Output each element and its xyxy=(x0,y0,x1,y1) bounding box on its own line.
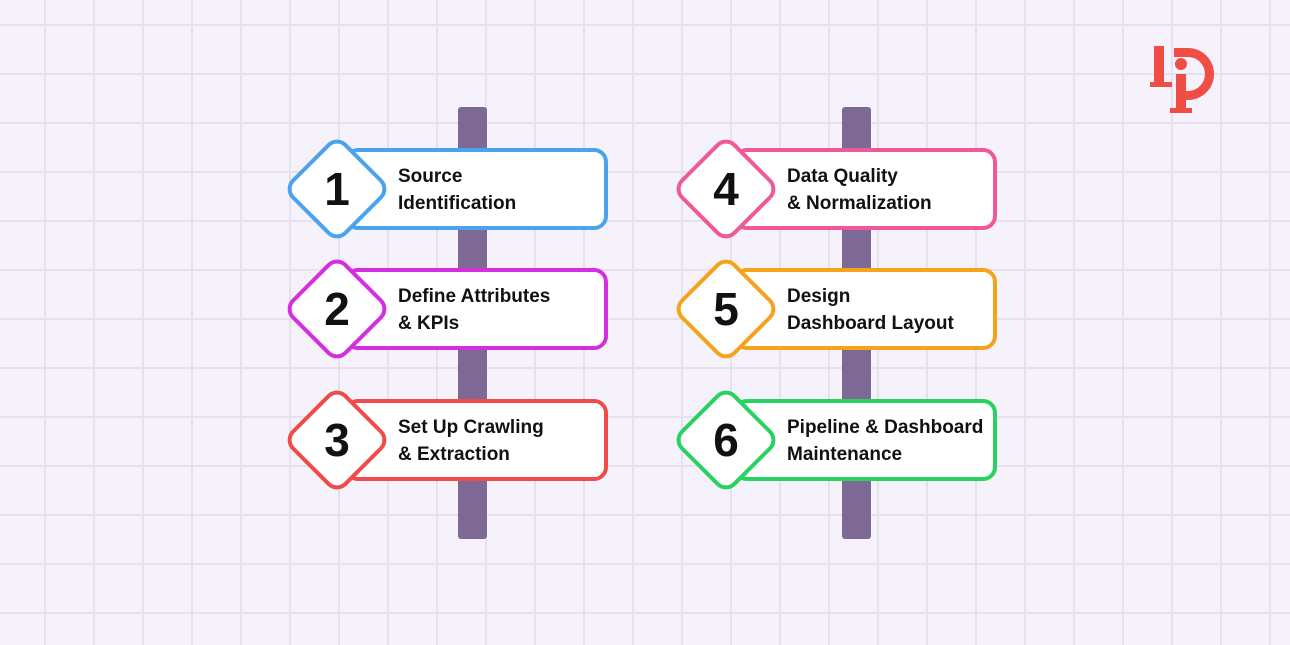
step-label-line1: Define Attributes xyxy=(398,286,551,307)
step-number: 1 xyxy=(324,163,350,215)
step-label-line2: Identification xyxy=(398,193,517,214)
step-sign-4: 4 Data Quality & Normalization xyxy=(670,133,1009,245)
step-sign-2: 2 Define Attributes & KPIs xyxy=(281,253,620,365)
step-label-line2: & Normalization xyxy=(787,193,932,214)
step-board xyxy=(733,268,997,350)
step-number: 6 xyxy=(713,414,739,466)
step-label: Pipeline & Dashboard Maintenance xyxy=(787,407,1017,475)
step-label: Source Identification xyxy=(398,156,628,224)
step-label-line1: Source xyxy=(398,166,463,187)
step-label-line1: Set Up Crawling xyxy=(398,417,544,438)
step-label-line2: & Extraction xyxy=(398,444,510,465)
step-board xyxy=(733,399,997,481)
step-label-line1: Pipeline & Dashboard xyxy=(787,417,984,438)
step-label-line2: & KPIs xyxy=(398,313,460,334)
step-label: Design Dashboard Layout xyxy=(787,276,1017,344)
step-number: 5 xyxy=(713,283,739,335)
step-sign-6: 6 Pipeline & Dashboard Maintenance xyxy=(670,384,1009,496)
step-number: 4 xyxy=(713,163,739,215)
step-number: 3 xyxy=(324,414,350,466)
step-label-line2: Maintenance xyxy=(787,444,903,465)
logo-mark-icon xyxy=(1150,46,1214,113)
step-label-line1: Data Quality xyxy=(787,166,898,187)
step-sign-5: 5 Design Dashboard Layout xyxy=(670,253,1009,365)
step-board xyxy=(344,399,608,481)
step-label-line2: Dashboard Layout xyxy=(787,313,954,334)
step-board xyxy=(344,268,608,350)
step-sign-3: 3 Set Up Crawling & Extraction xyxy=(281,384,620,496)
step-label: Data Quality & Normalization xyxy=(787,156,1017,224)
step-label: Define Attributes & KPIs xyxy=(398,276,628,344)
step-sign-1: 1 Source Identification xyxy=(281,133,620,245)
step-label-line1: Design xyxy=(787,286,851,307)
step-number: 2 xyxy=(324,283,350,335)
step-label: Set Up Crawling & Extraction xyxy=(398,407,628,475)
